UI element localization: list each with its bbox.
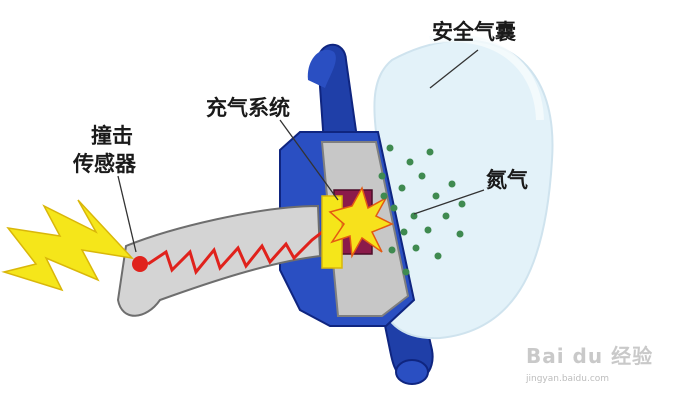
- nitrogen-dots: [378, 144, 466, 276]
- label-airbag: 安全气囊: [432, 20, 516, 44]
- impact-lightning: [1, 199, 135, 292]
- label-nitrogen: 氮气: [486, 168, 528, 192]
- label-crash-sensor-line1: 撞击: [91, 124, 133, 148]
- explosion: [328, 186, 394, 259]
- leader-lines: [117, 49, 485, 253]
- signal-wire: [147, 224, 331, 276]
- watermark-brand: Bai du 经验: [526, 344, 654, 368]
- label-inflation-system: 充气系统: [206, 96, 290, 120]
- watermark-site: jingyan.baidu.com: [526, 374, 610, 384]
- collision-sensor: [132, 256, 148, 272]
- label-crash-sensor-line2: 传感器: [73, 152, 136, 176]
